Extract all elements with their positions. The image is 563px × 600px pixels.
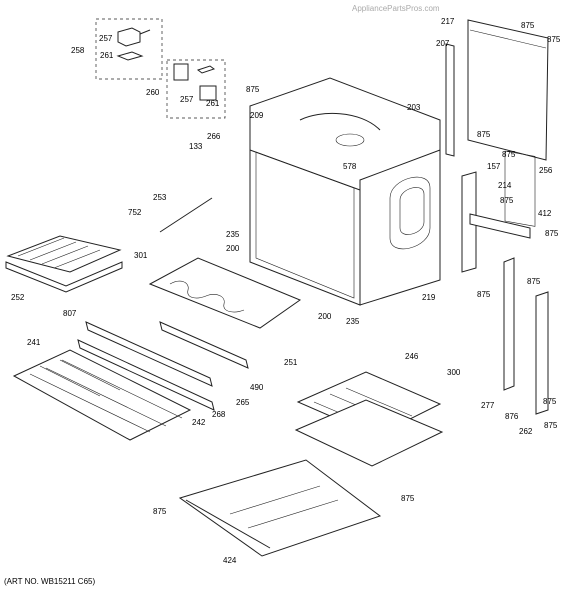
trim-490 xyxy=(159,321,249,369)
part-label-875: 875 xyxy=(246,85,260,94)
part-label-133: 133 xyxy=(189,142,203,151)
part-label-277: 277 xyxy=(481,401,495,410)
broil-element-253 xyxy=(159,197,213,233)
part-label-257: 257 xyxy=(180,95,194,104)
part-label-300: 300 xyxy=(447,368,461,377)
bottom-panel-424 xyxy=(178,459,382,557)
trim-265 xyxy=(85,321,213,387)
part-label-875: 875 xyxy=(521,21,535,30)
part-label-875: 875 xyxy=(477,130,491,139)
trim-214 xyxy=(461,171,477,273)
wiring-box-258 xyxy=(95,18,163,80)
part-label-214: 214 xyxy=(498,181,512,190)
part-label-217: 217 xyxy=(441,17,455,26)
oven-rack-241 xyxy=(12,349,192,441)
part-label-235: 235 xyxy=(346,317,360,326)
trim-268 xyxy=(77,339,215,411)
part-label-241: 241 xyxy=(27,338,41,347)
part-label-262: 262 xyxy=(519,427,533,436)
part-label-875: 875 xyxy=(477,290,491,299)
part-label-875: 875 xyxy=(544,421,558,430)
part-label-257: 257 xyxy=(99,34,113,43)
part-label-268: 268 xyxy=(212,410,226,419)
part-label-412: 412 xyxy=(538,209,552,218)
sensor-box-260 xyxy=(166,59,226,119)
trim-412 xyxy=(469,213,531,239)
oven-cavity-203 xyxy=(249,77,441,306)
part-label-157: 157 xyxy=(487,162,501,171)
part-label-261: 261 xyxy=(100,51,114,60)
part-label-251: 251 xyxy=(284,358,298,367)
part-label-807: 807 xyxy=(63,309,77,318)
bake-element-251 xyxy=(148,257,302,329)
part-label-875: 875 xyxy=(500,196,514,205)
bracket-262 xyxy=(535,291,549,415)
watermark: AppliancePartsPros.com xyxy=(352,4,440,13)
part-label-875: 875 xyxy=(543,397,557,406)
part-label-301: 301 xyxy=(134,251,148,260)
bracket-207 xyxy=(445,43,455,157)
part-label-875: 875 xyxy=(502,150,516,159)
part-label-253: 253 xyxy=(153,193,167,202)
part-label-424: 424 xyxy=(223,556,237,565)
part-label-252: 252 xyxy=(11,293,25,302)
part-label-876: 876 xyxy=(505,412,519,421)
part-label-200: 200 xyxy=(226,244,240,253)
part-label-209: 209 xyxy=(250,111,264,120)
part-label-203: 203 xyxy=(407,103,421,112)
part-label-258: 258 xyxy=(71,46,85,55)
part-label-235: 235 xyxy=(226,230,240,239)
part-label-261: 261 xyxy=(206,99,220,108)
part-label-246: 246 xyxy=(405,352,419,361)
part-label-265: 265 xyxy=(236,398,250,407)
broil-rack-252 xyxy=(5,235,123,293)
part-label-875: 875 xyxy=(153,507,167,516)
part-label-490: 490 xyxy=(250,383,264,392)
part-label-875: 875 xyxy=(547,35,561,44)
part-label-752: 752 xyxy=(128,208,142,217)
part-label-200: 200 xyxy=(318,312,332,321)
art-number: (ART NO. WB15211 C65) xyxy=(4,577,96,586)
part-label-266: 266 xyxy=(207,132,221,141)
part-label-875: 875 xyxy=(545,229,559,238)
part-label-260: 260 xyxy=(146,88,160,97)
part-label-242: 242 xyxy=(192,418,206,427)
part-label-578: 578 xyxy=(343,162,357,171)
rear-panel-217 xyxy=(467,19,549,227)
bracket-876 xyxy=(503,257,515,391)
part-label-875: 875 xyxy=(401,494,415,503)
part-label-875: 875 xyxy=(527,277,541,286)
broil-pan-246 xyxy=(294,371,444,467)
part-label-207: 207 xyxy=(436,39,450,48)
part-label-219: 219 xyxy=(422,293,436,302)
part-label-256: 256 xyxy=(539,166,553,175)
